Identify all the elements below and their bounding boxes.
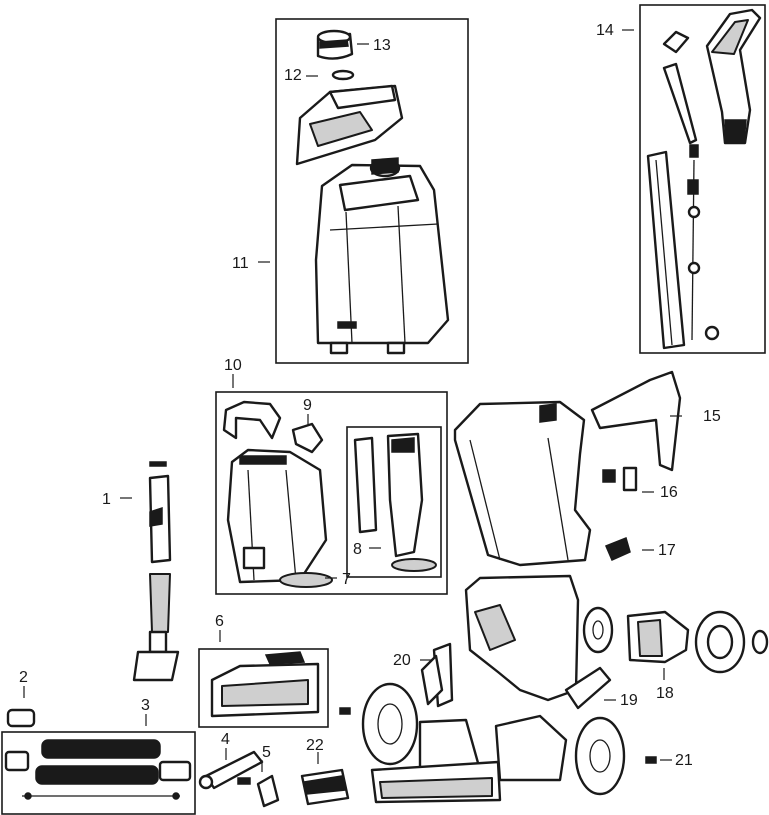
motor-part bbox=[582, 606, 769, 674]
callout-13: 13 bbox=[373, 37, 391, 54]
tank-cap-part bbox=[316, 29, 354, 60]
callout-5: 5 bbox=[262, 744, 271, 761]
clean-water-tank-part bbox=[295, 84, 450, 355]
callout-10: 10 bbox=[224, 357, 242, 374]
handle-bracket-part bbox=[590, 370, 682, 483]
callout-21: 21 bbox=[675, 752, 693, 769]
callout-19: 19 bbox=[620, 692, 638, 709]
side-cover-part bbox=[564, 666, 612, 710]
callout-16: 16 bbox=[660, 484, 678, 501]
callout-4: 4 bbox=[221, 731, 230, 748]
callout-11: 11 bbox=[232, 255, 249, 272]
callout-9: 9 bbox=[303, 397, 312, 414]
group-box-8 bbox=[346, 426, 442, 578]
callout-22: 22 bbox=[306, 737, 324, 754]
callout-17: 17 bbox=[658, 542, 676, 559]
group-box-6 bbox=[198, 648, 329, 728]
callout-7: 7 bbox=[342, 571, 351, 588]
nozzle-part bbox=[210, 651, 320, 718]
callout-6: 6 bbox=[215, 613, 224, 630]
callout-18: 18 bbox=[656, 685, 674, 702]
wheel-right-part bbox=[574, 716, 626, 796]
gear-part bbox=[237, 774, 280, 808]
callout-8: 8 bbox=[353, 541, 362, 558]
side-panel-part bbox=[420, 654, 444, 706]
group-box-11 bbox=[275, 18, 469, 364]
group-box-14 bbox=[639, 4, 766, 354]
callout-12: 12 bbox=[284, 67, 302, 84]
hose-part bbox=[132, 461, 180, 682]
callout-2: 2 bbox=[19, 669, 28, 686]
group-box-3 bbox=[1, 731, 196, 815]
callout-20: 20 bbox=[393, 652, 411, 669]
callout-3: 3 bbox=[141, 697, 150, 714]
dirty-water-tank-part bbox=[222, 400, 333, 588]
handle-assembly-part bbox=[646, 8, 762, 350]
belt-part bbox=[198, 750, 264, 790]
body-frame-part bbox=[453, 400, 592, 567]
filter-part bbox=[353, 432, 437, 572]
screw-part bbox=[339, 707, 657, 764]
callout-1: 1 bbox=[102, 491, 111, 508]
group-box-10 bbox=[215, 391, 448, 595]
callout-15: 15 bbox=[703, 408, 721, 425]
brush-roll-part bbox=[4, 739, 192, 800]
plug-part bbox=[6, 708, 36, 728]
callout-14: 14 bbox=[596, 22, 614, 39]
base-housing-part bbox=[370, 574, 580, 804]
latch-part bbox=[622, 466, 638, 492]
wheel-left-part bbox=[361, 682, 419, 766]
tool-part bbox=[300, 768, 350, 806]
pedal-part bbox=[605, 536, 631, 561]
seal-ring-part bbox=[331, 69, 355, 81]
